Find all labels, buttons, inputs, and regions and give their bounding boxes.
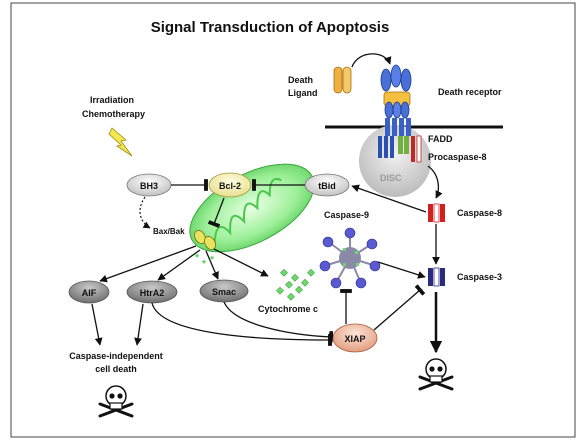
apoptosome-to-casp3-arrow: [377, 261, 426, 279]
release-to-aif: [99, 245, 197, 283]
bax-bak-label: Bax/Bak: [153, 227, 185, 236]
skull-crossbones-icon: [418, 358, 454, 391]
xiap-inhibits-casp3: [373, 284, 426, 331]
caspase3-label: Caspase-3: [457, 272, 502, 282]
chemotherapy-label: Chemotherapy: [82, 109, 145, 119]
release-to-htra2: [157, 249, 201, 281]
death-ligand-label-1: Death: [288, 75, 313, 85]
release-to-cytc: [213, 248, 269, 277]
lightning-icon: [108, 127, 133, 157]
caspase-independent-label-1: Caspase-independent: [69, 351, 163, 361]
fadd-shape: [378, 135, 422, 163]
irradiation-label: Irradiation: [90, 95, 134, 105]
death-ligand-shape: [333, 66, 352, 94]
caspase3-shape: [428, 267, 445, 287]
htra2-label: HtrA2: [140, 288, 165, 298]
death-receptor-label: Death receptor: [438, 87, 502, 97]
caspase9-label: Caspase-9: [324, 210, 369, 220]
smac-label: Smac: [212, 287, 236, 297]
tbid-label: tBid: [318, 181, 336, 191]
cytochrome-c-diamonds: [276, 268, 315, 301]
death-ligand-label-2: Ligand: [288, 88, 318, 98]
aif-label: AIF: [82, 288, 97, 298]
death-receptor-shape: [380, 64, 412, 136]
bcl2-inhibits-baxbak: [207, 197, 225, 228]
release-to-smac: [205, 250, 219, 280]
bh3-label: BH3: [140, 181, 158, 191]
aif-node: [68, 280, 110, 304]
bcl2-label: Bcl-2: [219, 181, 241, 191]
apoptosome-shape: [319, 227, 381, 289]
skull-crossbones-icon: [98, 385, 134, 418]
htra2-to-independent-arrow: [134, 303, 144, 346]
casp8-to-tbid-arrow: [351, 184, 427, 213]
fadd-label: FADD: [428, 134, 453, 144]
xiap-label: XIAP: [344, 334, 365, 344]
htra2-inhibits-xiap: [151, 302, 332, 346]
caspase-independent-label-2: cell death: [95, 364, 137, 374]
caspase8-shape: [428, 203, 445, 223]
procaspase8-label: Procaspase-8: [428, 152, 487, 162]
procaspase-activation-arrow: [427, 165, 443, 199]
disc-label: DISC: [380, 173, 402, 183]
bh3-to-baxbak-dotted: [139, 196, 151, 229]
figure-title: Signal Transduction of Apoptosis: [151, 19, 390, 36]
smac-inhibits-xiap: [223, 301, 334, 343]
aif-to-independent-arrow: [91, 303, 103, 346]
cytochrome-c-release-dots: [194, 253, 215, 264]
ligand-binding-arrow: [351, 53, 392, 68]
bcl2-node: [208, 172, 252, 198]
cytochrome-c-label: Cytochrome c: [258, 304, 318, 314]
caspase8-label: Caspase-8: [457, 208, 502, 218]
bax-bak-pore: [194, 230, 216, 250]
